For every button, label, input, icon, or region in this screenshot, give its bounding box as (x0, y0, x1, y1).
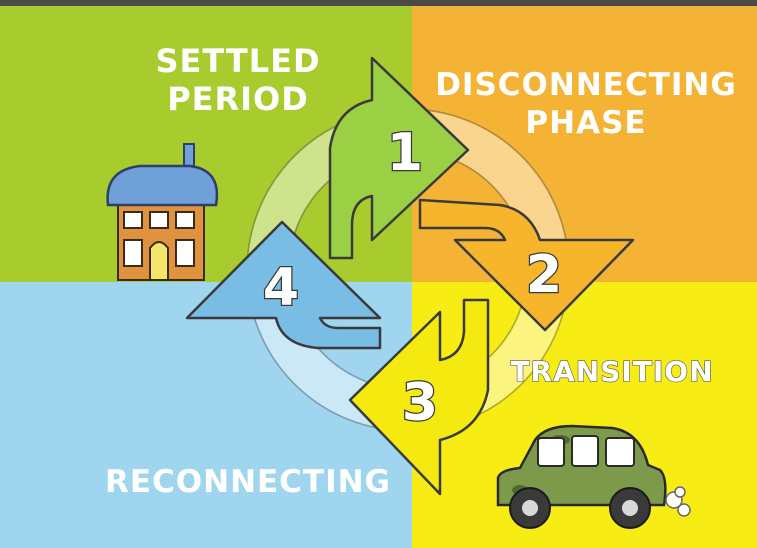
step-number-4: 4 (263, 258, 299, 318)
house-icon (106, 143, 219, 281)
arrow-step-1 (328, 56, 470, 260)
disconnecting-title-line2: PHASE (525, 105, 646, 141)
step-number-1: 1 (387, 123, 423, 183)
arrow-step-4 (185, 220, 382, 350)
settled-title-line2: PERIOD (167, 80, 309, 118)
camouflage-car-icon (496, 424, 667, 529)
disconnecting-title-line1: DISCONNECTING (435, 67, 737, 103)
transition-title: TRANSITION (510, 355, 713, 388)
step-number-2: 2 (526, 245, 562, 305)
quadrant-disconnecting (412, 6, 757, 282)
arrow-step-3 (348, 298, 490, 496)
quadrant-reconnecting (0, 282, 412, 548)
arrow-step-2 (418, 198, 635, 332)
top-border (0, 0, 757, 6)
settled-title-line1: SETTLED (155, 42, 320, 80)
exhaust-puff-icon (665, 486, 691, 517)
step-number-3: 3 (402, 373, 438, 433)
reconnecting-title: RECONNECTING (105, 464, 391, 500)
